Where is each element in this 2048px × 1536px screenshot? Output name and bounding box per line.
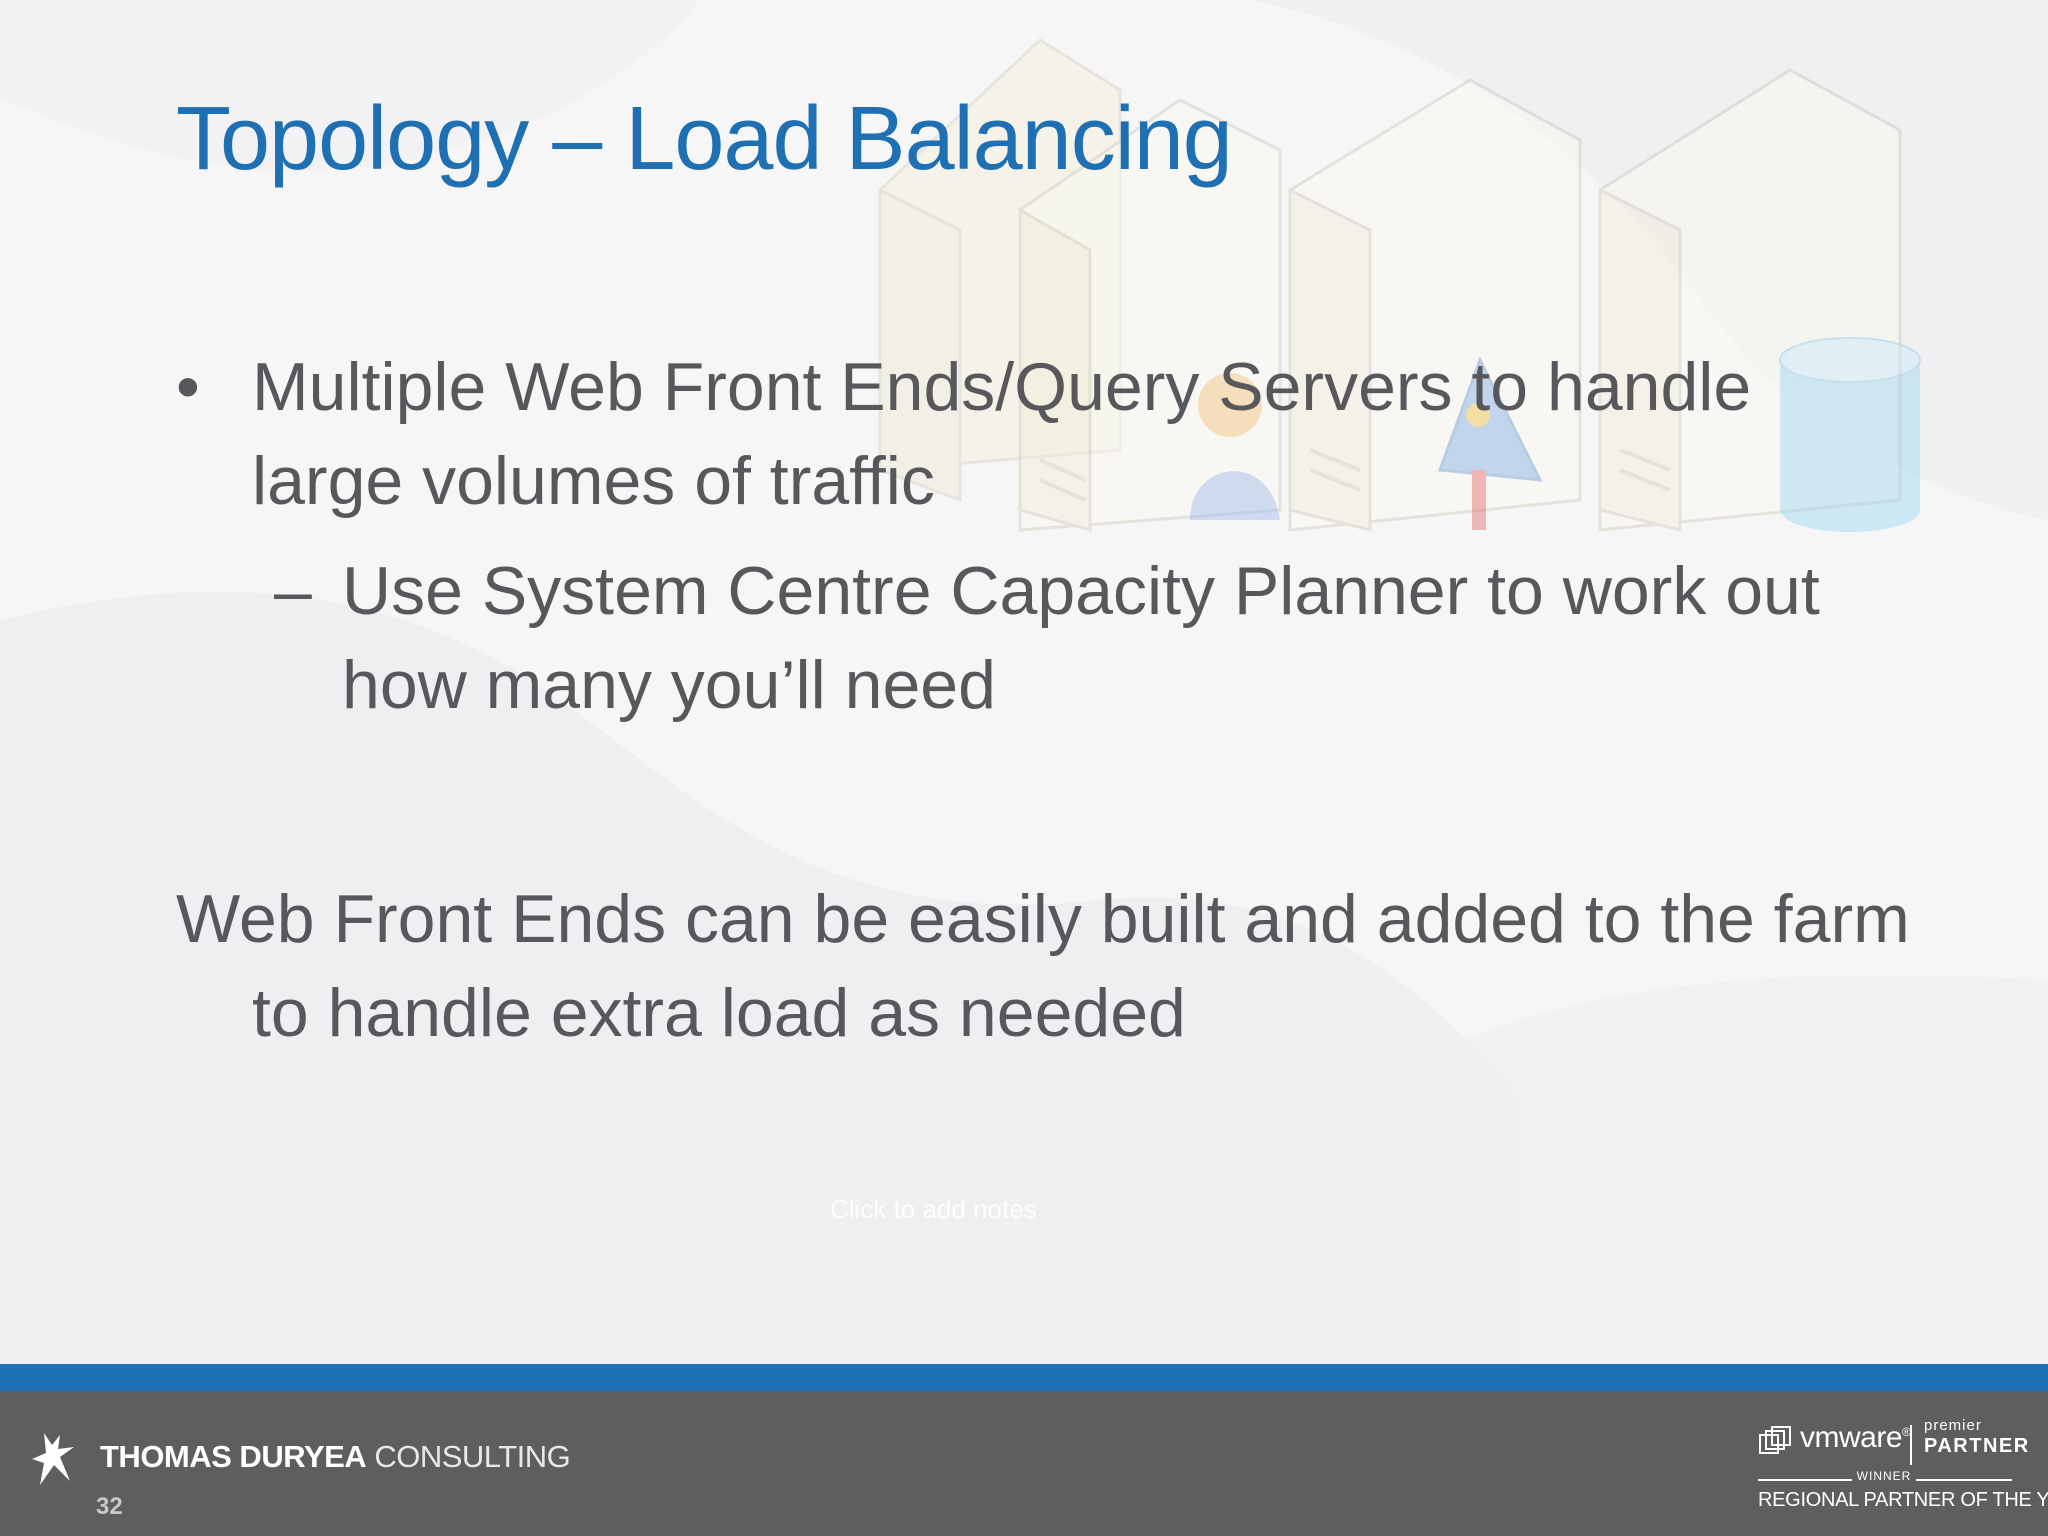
tools-icon: [1437, 356, 1543, 530]
vmware-word: vmware: [1800, 1421, 1903, 1454]
sub-bullet-text: Use System Centre Capacity Planner to wo…: [342, 553, 1820, 723]
vmware-divider: [1910, 1425, 1912, 1465]
brand-bold: THOMAS DURYEA: [100, 1439, 367, 1474]
footer: THOMAS DURYEA CONSULTING 32 vmware® prem…: [0, 1391, 2048, 1536]
vmware-wordmark: vmware®: [1800, 1421, 1911, 1455]
footer-stripe: [0, 1364, 2048, 1391]
bullet-item: • Multiple Web Front Ends/Query Servers …: [176, 340, 1896, 528]
brand-light: CONSULTING: [374, 1439, 571, 1474]
vmware-partner-badge: vmware® premier PARTNER WINNER REGIONAL …: [1756, 1417, 2048, 1531]
premier-label: premier: [1924, 1417, 1982, 1434]
server-icon: [1288, 78, 1582, 532]
company-logo-icon: [32, 1433, 74, 1485]
server-icon: [1598, 68, 1902, 532]
background-swirl: [0, 0, 2048, 1365]
vmware-logo-icon: [1759, 1426, 1791, 1454]
body-paragraph: Web Front Ends can be easily built and a…: [176, 881, 1910, 1051]
bullet-marker: •: [176, 349, 200, 425]
winner-rule-left: [1758, 1479, 1852, 1481]
page-number: 32: [96, 1493, 123, 1520]
bullet-text: Multiple Web Front Ends/Query Servers to…: [252, 349, 1752, 519]
database-icon: [1779, 337, 1921, 532]
winner-rule-right: [1916, 1479, 2012, 1481]
registered-mark: ®: [1902, 1425, 1911, 1439]
server-icon: [878, 38, 1122, 503]
company-brand: THOMAS DURYEA CONSULTING: [100, 1439, 571, 1475]
sub-bullet-marker: –: [274, 553, 312, 629]
user-icon: [1190, 373, 1280, 520]
server-illustration: [878, 38, 1921, 532]
server-icon: [1018, 98, 1282, 532]
sub-bullet-item: – Use System Centre Capacity Planner to …: [176, 544, 1896, 732]
notes-placeholder: Click to add notes: [830, 1194, 1037, 1224]
slide-title: Topology – Load Balancing: [176, 89, 1233, 189]
regional-award: REGIONAL PARTNER OF THE YEAR: [1758, 1489, 2048, 1511]
slide-body: • Multiple Web Front Ends/Query Servers …: [176, 340, 1910, 1060]
winner-label: WINNER: [1856, 1469, 1912, 1483]
partner-label: PARTNER: [1924, 1435, 2030, 1457]
